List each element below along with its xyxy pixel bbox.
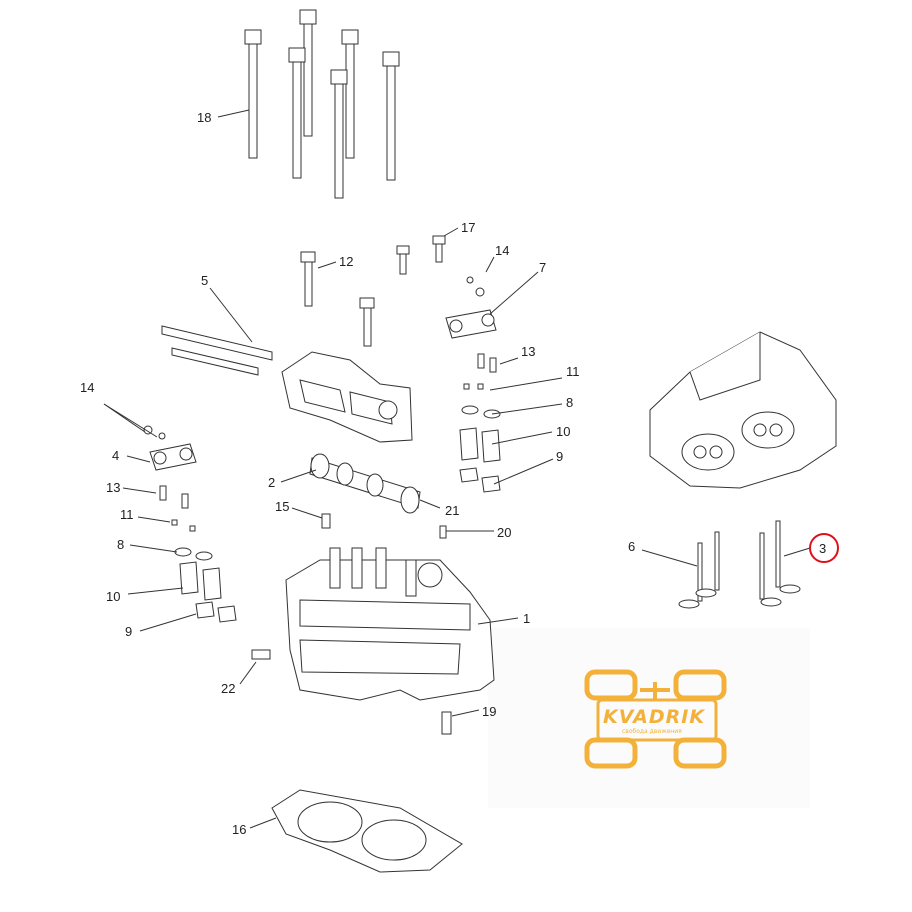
cylinder-head-underside — [649, 331, 837, 489]
callout-9-right: 9 — [556, 449, 564, 464]
callout-10-right: 10 — [556, 424, 571, 439]
callout-8-right: 8 — [566, 395, 574, 410]
callout-2: 2 — [268, 475, 276, 490]
callout-7: 7 — [539, 260, 547, 275]
callout-21: 21 — [445, 503, 460, 518]
dowel-pins — [251, 513, 452, 735]
callout-6: 6 — [628, 539, 636, 554]
cylinder-head — [285, 547, 495, 701]
cam-cap-bolts — [300, 235, 446, 347]
callout-15: 15 — [275, 499, 290, 514]
callout-5: 5 — [201, 273, 209, 288]
valves — [678, 520, 801, 609]
leader-lines — [103, 109, 811, 829]
callout-19: 19 — [482, 704, 497, 719]
callout-14-left: 14 — [80, 380, 95, 395]
valve-parts-left — [143, 425, 237, 623]
callout-11-left: 11 — [120, 507, 134, 522]
callout-16: 16 — [232, 822, 247, 837]
callout-12: 12 — [339, 254, 354, 269]
rocker-arm-left — [149, 443, 197, 471]
callout-13-left: 13 — [106, 480, 121, 495]
callout-11-right: 11 — [566, 364, 580, 379]
callout-20: 20 — [497, 525, 512, 540]
callout-9-left: 9 — [125, 624, 133, 639]
valve-parts-right — [459, 276, 501, 493]
watermark-logo — [584, 669, 727, 769]
callout-1: 1 — [523, 611, 531, 626]
callout-18: 18 — [197, 110, 212, 125]
camshaft — [309, 453, 421, 514]
callout-22: 22 — [221, 681, 236, 696]
watermark-background — [488, 628, 810, 808]
highlight-circle — [809, 533, 839, 563]
watermark-brand: KVADRIK — [603, 706, 706, 728]
callout-17: 17 — [461, 220, 476, 235]
watermark-tagline: свобода движения — [622, 728, 682, 735]
rocker-shafts — [161, 325, 273, 376]
callout-8-left: 8 — [117, 537, 125, 552]
cam-carrier — [281, 351, 413, 443]
callout-10-left: 10 — [106, 589, 121, 604]
callout-14-right: 14 — [495, 243, 510, 258]
callout-4: 4 — [112, 448, 120, 463]
rocker-arm-right — [445, 309, 497, 339]
head-gasket — [271, 789, 463, 873]
head-bolts — [244, 9, 400, 199]
callout-3: 3 — [819, 541, 827, 556]
callout-13-right: 13 — [521, 344, 536, 359]
